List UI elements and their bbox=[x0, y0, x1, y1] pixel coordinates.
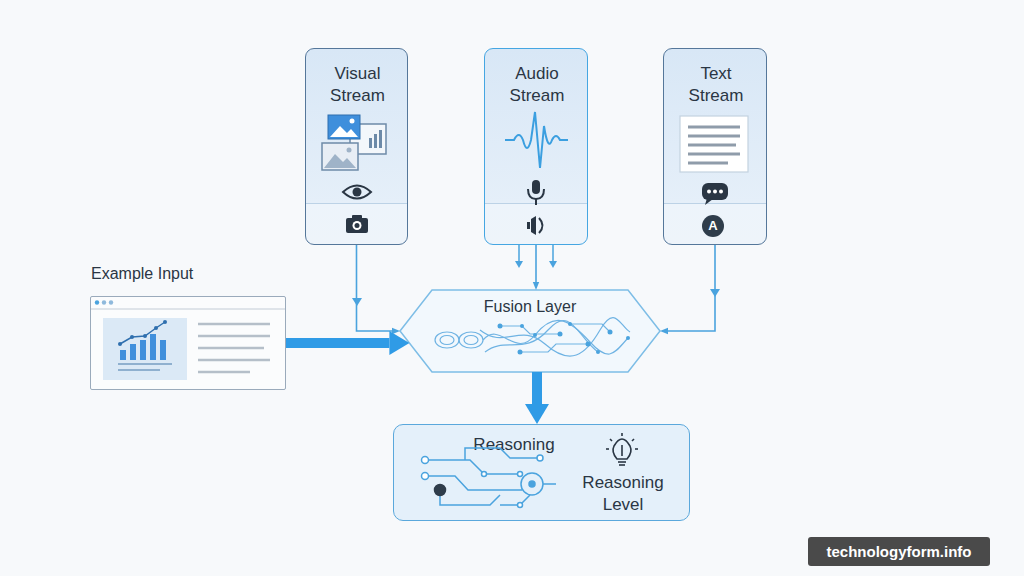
flow-marks bbox=[515, 261, 523, 268]
node-title: Audio Stream bbox=[497, 63, 577, 107]
stream-box: Text Stream bbox=[663, 48, 767, 245]
node-text: Reasoning Level bbox=[573, 472, 673, 516]
stream-box: Audio Stream bbox=[484, 48, 588, 245]
input-box: Example Input bbox=[90, 296, 286, 390]
node-title: Fusion Layer bbox=[430, 296, 630, 318]
flow-arrow bbox=[535, 245, 537, 282]
fusion-hexagon: Fusion Layer bbox=[400, 290, 660, 372]
block-arrow bbox=[286, 338, 389, 348]
node-title: Example Input bbox=[91, 263, 291, 285]
flow-marks bbox=[710, 289, 720, 297]
reasoning-box: ReasoningReasoning Level bbox=[393, 424, 690, 521]
flow-marks bbox=[352, 298, 362, 306]
node-title: Reasoning bbox=[434, 434, 594, 456]
node-title: Visual Stream bbox=[318, 63, 397, 107]
node-title: Text Stream bbox=[676, 63, 756, 107]
flow-arrow bbox=[357, 245, 393, 331]
hexagon-outline bbox=[400, 290, 660, 372]
block-arrow bbox=[532, 372, 542, 404]
stream-box: Visual Stream bbox=[305, 48, 408, 245]
flow-arrow bbox=[668, 245, 715, 331]
flow-marks bbox=[549, 261, 557, 268]
watermark: technologyform.info bbox=[808, 537, 990, 566]
flow-marks bbox=[518, 245, 520, 262]
flow-marks bbox=[552, 245, 554, 262]
icon-letter: A bbox=[702, 215, 724, 237]
